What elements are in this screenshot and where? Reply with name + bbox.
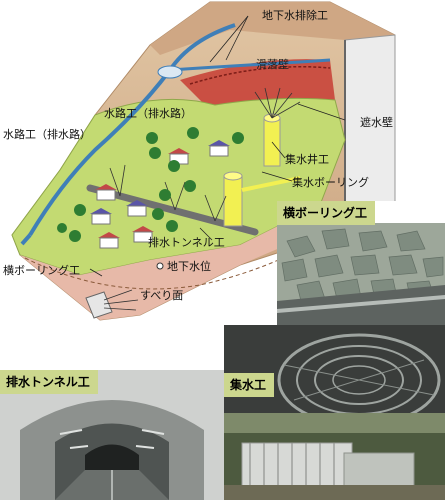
boring-fan-upper — [254, 87, 301, 119]
label-drainage-work: 地下水排除工 — [262, 9, 328, 22]
label-collecting-boring: 集水ボーリング — [292, 176, 369, 189]
label-collecting-well: 集水井工 — [285, 153, 329, 166]
water-collection-image — [224, 325, 445, 500]
photo-drain-tunnel: 排水トンネル工 — [0, 370, 224, 500]
label-groundwater-level: 地下水位 — [167, 260, 211, 273]
label-waterway-outer: 水路工（排水路） — [3, 128, 91, 141]
photo-water-collection: 集水工 — [224, 325, 445, 500]
boring-link — [241, 176, 301, 192]
collecting-well-lower — [223, 171, 243, 227]
landslide-scarp — [180, 59, 335, 110]
label-cutoff-wall: 遮水壁 — [360, 116, 393, 129]
houses — [90, 140, 230, 249]
groundwater-marker — [156, 262, 164, 270]
label-horizontal-boring: 横ボーリング工 — [3, 264, 80, 277]
tag-water-collection: 集水工 — [224, 373, 275, 397]
waterway-outlet — [20, 233, 32, 246]
top-ridge — [150, 2, 395, 55]
tag-drain-tunnel: 排水トンネル工 — [0, 370, 98, 394]
drain-tunnel-image — [0, 370, 224, 500]
lower-soil-layer — [20, 205, 345, 320]
label-slip-surface: すべり面 — [140, 289, 184, 302]
label-landslide-scarp: 滑落壁 — [256, 58, 289, 71]
collecting-well-upper — [263, 113, 281, 167]
label-drain-tunnel: 排水トンネル工 — [148, 236, 225, 249]
outer-waterway — [28, 23, 236, 237]
horizontal-boring-outlet — [85, 289, 139, 319]
label-waterway-inner: 水路工（排水路） — [104, 107, 192, 120]
inner-waterway — [169, 58, 331, 72]
photo-horizontal-boring: 横ボーリング工 — [277, 201, 445, 326]
leader-lines — [89, 15, 346, 277]
water-basin — [157, 65, 183, 79]
tag-horizontal-boring: 横ボーリング工 — [277, 201, 376, 225]
trees — [57, 127, 244, 242]
